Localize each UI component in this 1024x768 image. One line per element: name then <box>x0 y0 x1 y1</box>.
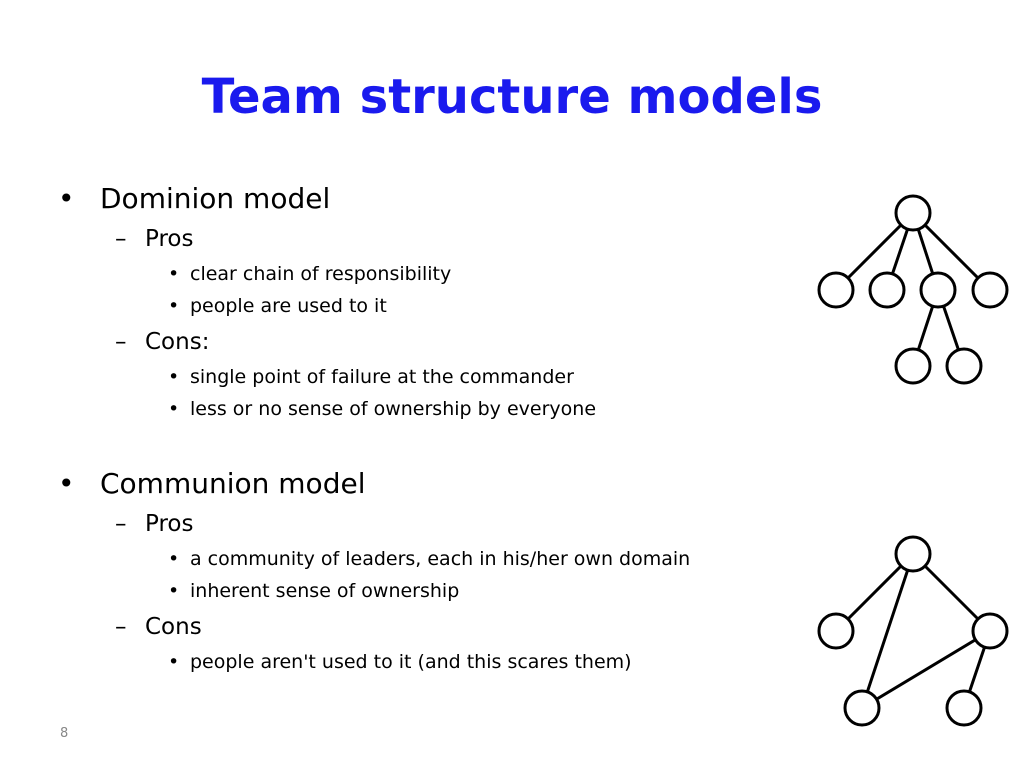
network-node <box>894 535 932 573</box>
cons-label-communion: – Cons <box>115 613 202 641</box>
dash-icon: – <box>115 226 127 252</box>
list-item: • inherent sense of ownership <box>168 579 460 603</box>
tree-node <box>868 271 906 309</box>
bullet-icon: • <box>58 182 75 215</box>
tree-node <box>945 347 983 385</box>
slide-title: Team structure models <box>201 69 823 125</box>
list-item: • a community of leaders, each in his/he… <box>168 547 691 571</box>
pros-label-communion: – Pros <box>115 510 194 538</box>
network-edge <box>861 629 991 710</box>
network-node <box>945 689 983 727</box>
dash-icon: – <box>115 511 127 537</box>
pros-label-text: Pros <box>145 511 194 537</box>
dominion-tree-diagram <box>817 194 1009 385</box>
list-item-text: people aren't used to it (and this scare… <box>190 651 632 673</box>
bullet-icon: • <box>168 366 180 388</box>
list-item-text: single point of failure at the commander <box>190 366 574 388</box>
list-item: • single point of failure at the command… <box>168 365 574 389</box>
tree-node-root <box>894 194 932 232</box>
page-number: 8 <box>60 726 69 741</box>
network-node <box>817 612 855 650</box>
tree-node <box>919 271 957 309</box>
cons-label-dominion: – Cons: <box>115 328 210 356</box>
dash-icon: – <box>115 614 127 640</box>
heading-text: Communion model <box>100 467 366 500</box>
bullet-icon: • <box>168 263 180 285</box>
bullet-icon: • <box>168 651 180 673</box>
bullet-icon: • <box>168 548 180 570</box>
pros-label-text: Pros <box>145 226 194 252</box>
network-edge <box>860 553 915 709</box>
dash-icon: – <box>115 329 127 355</box>
list-item-text: clear chain of responsibility <box>190 263 452 285</box>
bullet-icon: • <box>168 295 180 317</box>
list-item: • people are used to it <box>168 294 387 318</box>
list-item-text: inherent sense of ownership <box>190 580 460 602</box>
communion-network-diagram <box>817 535 1009 727</box>
section-heading-communion: • Communion model <box>58 467 366 501</box>
cons-label-text: Cons: <box>145 329 210 355</box>
list-item-text: people are used to it <box>190 295 387 317</box>
bullet-icon: • <box>168 398 180 420</box>
bullet-icon: • <box>58 467 75 500</box>
heading-text: Dominion model <box>100 182 331 215</box>
list-item: • less or no sense of ownership by every… <box>168 397 597 421</box>
network-node <box>843 689 881 727</box>
list-item-text: less or no sense of ownership by everyon… <box>190 398 597 420</box>
pros-label-dominion: – Pros <box>115 225 194 253</box>
tree-node <box>971 271 1009 309</box>
list-item: • people aren't used to it (and this sca… <box>168 650 632 674</box>
section-heading-dominion: • Dominion model <box>58 182 331 216</box>
list-item-text: a community of leaders, each in his/her … <box>190 548 691 570</box>
tree-node <box>817 271 855 309</box>
bullet-icon: • <box>168 580 180 602</box>
cons-label-text: Cons <box>145 614 202 640</box>
tree-node <box>894 347 932 385</box>
list-item: • clear chain of responsibility <box>168 262 452 286</box>
network-node <box>971 612 1009 650</box>
